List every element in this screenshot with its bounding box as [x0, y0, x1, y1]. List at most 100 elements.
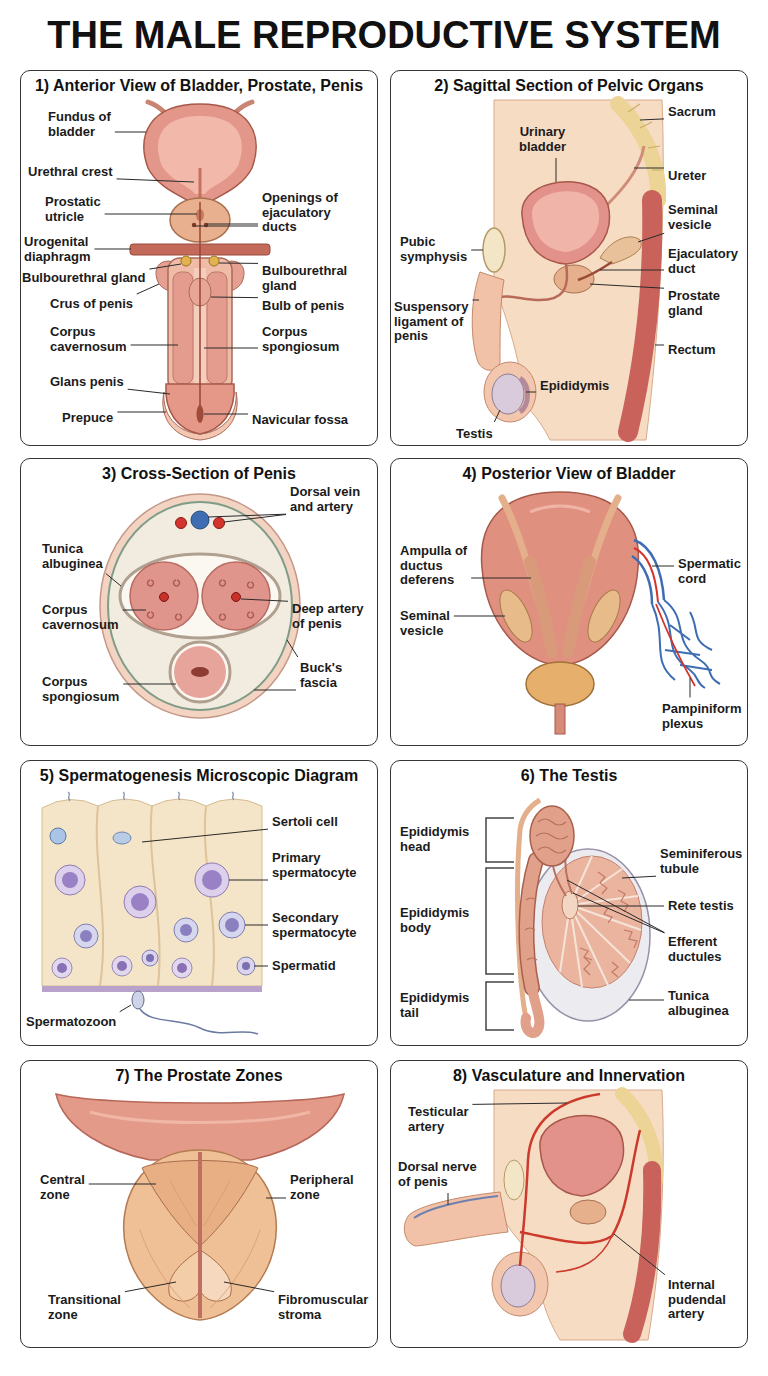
leader-line — [573, 893, 664, 933]
spermatic-cord — [634, 548, 658, 602]
primary-spermatocyte — [124, 886, 156, 918]
part-label: Transitional zone — [48, 1293, 128, 1322]
panel-heading: 8) Vasculature and Innervation — [397, 1067, 741, 1085]
epididymis — [526, 860, 536, 988]
panel-heading: 1) Anterior View of Bladder, Prostate, P… — [27, 77, 371, 95]
part-label: Ejaculatory duct — [668, 247, 744, 276]
seminiferous-epithelium — [42, 799, 262, 986]
secondary-spermatocyte — [74, 924, 98, 948]
primary-spermatocyte — [195, 863, 229, 897]
part-label: Buck's fascia — [300, 661, 360, 690]
part-label: Urinary bladder — [503, 125, 583, 154]
part-label: Central zone — [40, 1173, 110, 1202]
leader-line — [254, 966, 268, 967]
part-label: Corpus spongiosum — [42, 675, 132, 704]
panel-heading: 2) Sagittal Section of Pelvic Organs — [397, 77, 741, 95]
part-label: Epididymis tail — [400, 991, 480, 1020]
spermatogonium — [112, 956, 132, 976]
bladder-posterior — [482, 492, 639, 666]
penis — [472, 272, 504, 370]
leader-line — [638, 233, 664, 242]
secondary-spermatocyte — [74, 912, 245, 948]
leader-line — [211, 297, 258, 299]
part-label: Secondary spermatocyte — [272, 911, 372, 940]
part-label: Ureter — [668, 169, 708, 184]
leader-line — [106, 574, 121, 586]
testis — [542, 856, 642, 988]
pampiniform-plexus — [652, 600, 720, 688]
bladder — [532, 191, 599, 252]
leader-line — [578, 906, 664, 907]
prostate — [192, 223, 196, 227]
part-label: Corpus cavernosum — [50, 325, 140, 354]
spermatogonium — [57, 963, 67, 973]
leader-line — [652, 566, 674, 567]
primary-spermatocyte — [62, 872, 78, 888]
prostate-zones — [124, 1150, 277, 1320]
part-label: Seminal vesicle — [668, 203, 744, 232]
bracket — [486, 818, 514, 1030]
seminiferous-epithelium — [97, 806, 214, 986]
leader-line — [219, 263, 258, 264]
part-label: Openings of ejaculatory ducts — [262, 191, 357, 235]
testis — [580, 872, 637, 977]
sperm-tail — [68, 792, 234, 801]
dorsal-vessels — [176, 511, 225, 529]
bulbourethral-gland — [209, 256, 219, 266]
part-label: Prostatic utricle — [45, 195, 130, 224]
bladder — [144, 104, 256, 204]
sacrum — [628, 104, 663, 170]
spermatogonium — [177, 963, 187, 973]
spermatid — [146, 954, 154, 962]
leader-line — [471, 250, 483, 251]
rectum — [632, 1170, 652, 1334]
deep-artery — [232, 593, 241, 602]
spermatogonium — [52, 956, 192, 978]
part-label: Fibromuscular stroma — [278, 1293, 374, 1322]
part-label: Prostate gland — [668, 289, 744, 318]
leader-line — [120, 1005, 131, 1012]
rectum — [632, 1170, 652, 1334]
artery — [556, 1236, 612, 1272]
testis — [484, 362, 536, 422]
part-label: Primary spermatocyte — [272, 851, 372, 880]
panel-heading: 5) Spermatogenesis Microscopic Diagram — [27, 767, 371, 785]
primary-spermatocyte — [55, 863, 229, 918]
deep-artery — [160, 593, 169, 602]
penis-cross-section — [170, 642, 230, 702]
penis-cross-section — [120, 554, 280, 638]
ejaculatory-duct — [578, 262, 612, 280]
spermatozoon — [140, 1009, 258, 1034]
seminal-vesicle — [600, 237, 641, 264]
testis — [484, 362, 536, 422]
basement-membrane — [42, 986, 262, 992]
testis — [501, 1265, 535, 1307]
part-label: Dorsal vein and artery — [290, 485, 375, 514]
leader-line — [494, 410, 500, 422]
leader-line — [600, 270, 664, 271]
part-label: Pampiniform plexus — [662, 702, 744, 731]
penis-cross-section — [108, 502, 292, 710]
rectum — [628, 200, 652, 432]
panel-heading: 7) The Prostate Zones — [27, 1067, 371, 1085]
bladder — [540, 1115, 624, 1196]
ureter — [606, 146, 644, 206]
urethra — [200, 202, 201, 406]
epididymis — [526, 988, 540, 1033]
part-label: Crus of penis — [50, 297, 135, 312]
deep-artery — [160, 593, 241, 602]
leader-line — [472, 1103, 567, 1104]
leader-line — [526, 392, 536, 393]
page-title: THE MALE REPRODUCTIVE SYSTEM — [0, 16, 768, 54]
leader-line — [204, 348, 258, 349]
bladder — [522, 182, 610, 264]
leader-line — [266, 1198, 286, 1199]
testis — [526, 849, 650, 1021]
sertoli-nucleus — [50, 828, 131, 844]
dorsal-vessels — [176, 518, 187, 529]
part-label: Epididymis body — [400, 906, 480, 935]
urethra — [495, 264, 567, 300]
prostate-zones — [124, 1150, 277, 1320]
part-label: Glans penis — [50, 375, 125, 390]
leader-line — [131, 345, 178, 346]
